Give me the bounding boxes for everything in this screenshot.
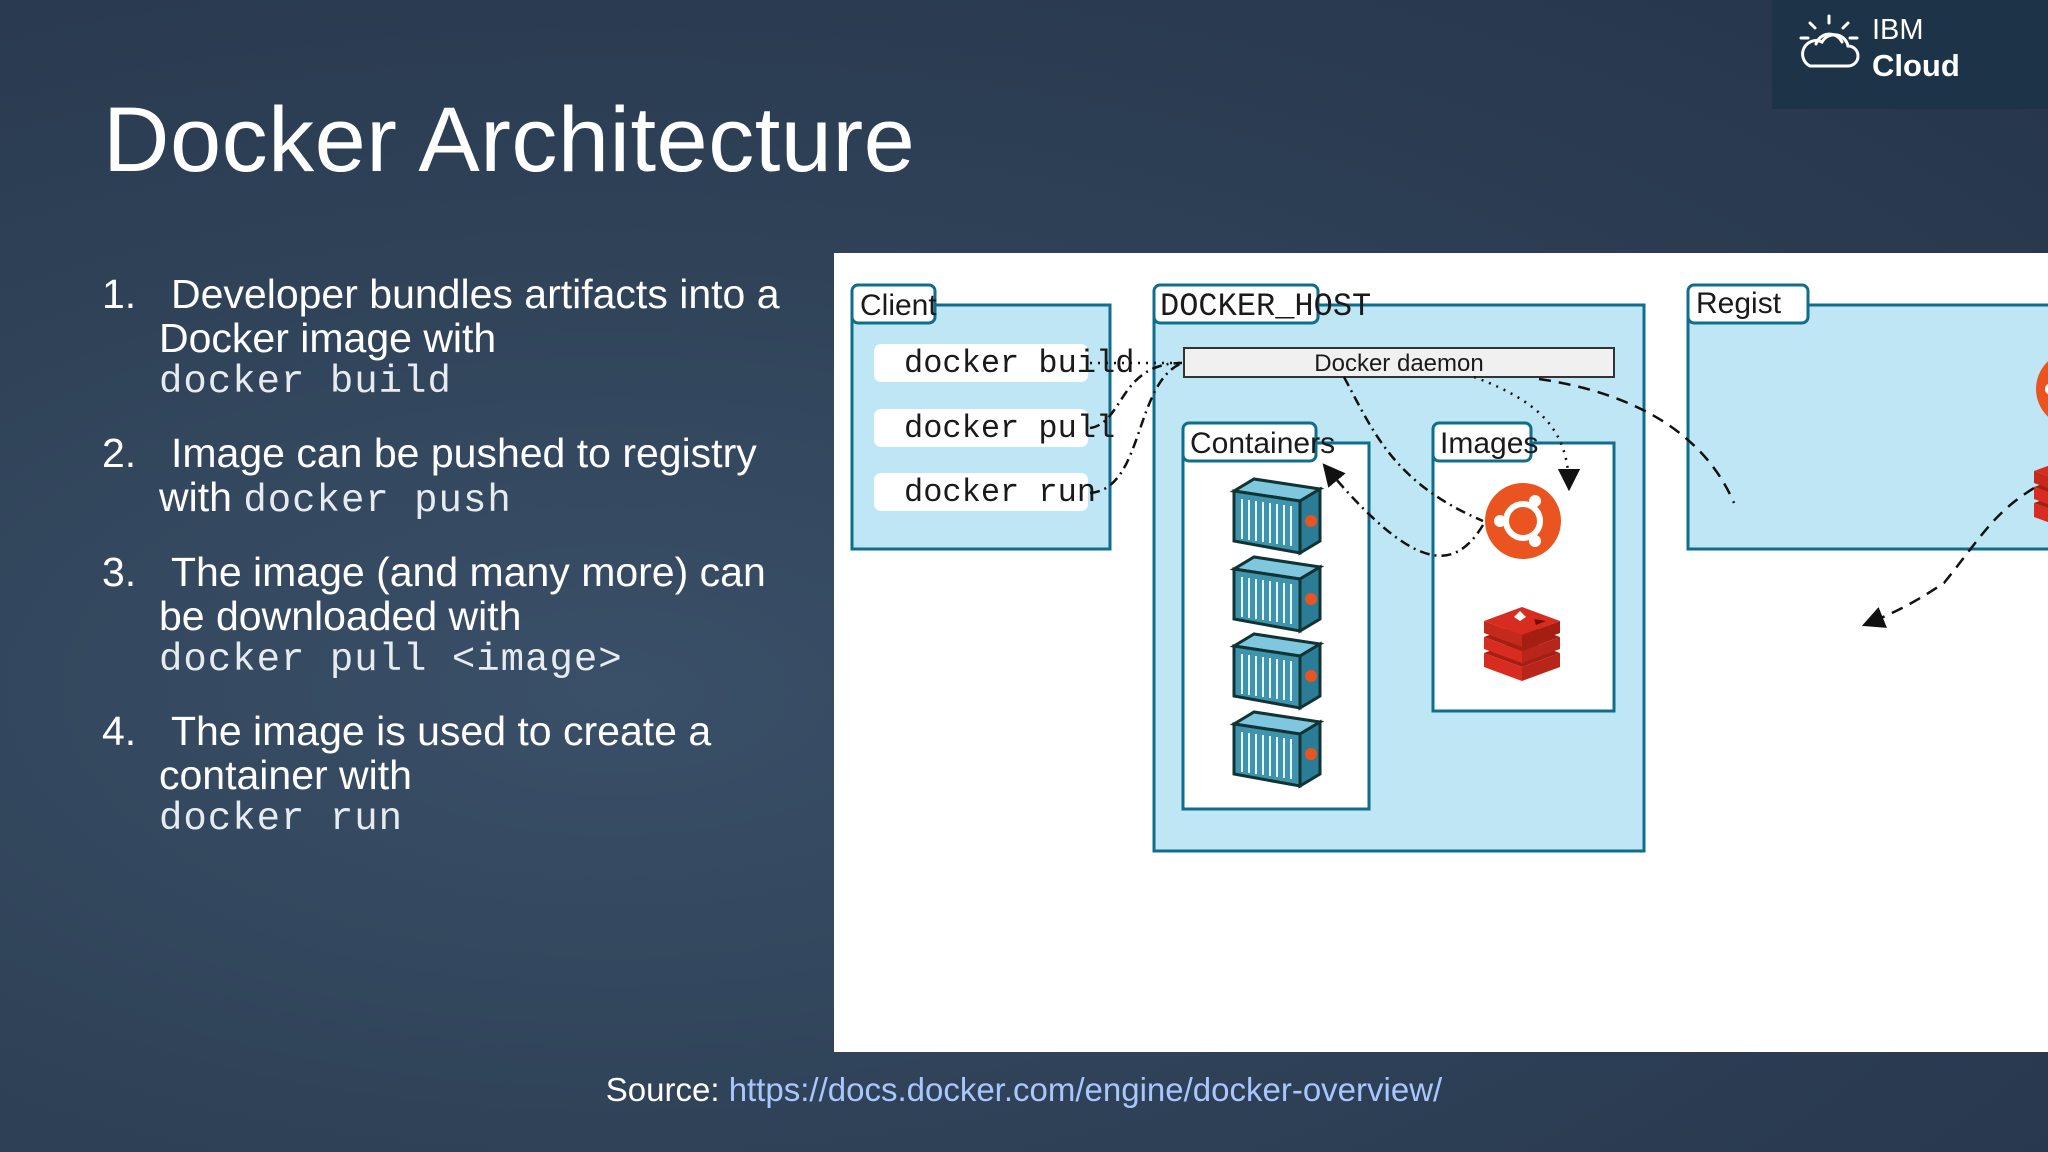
step-text: Image can be pushed to registry with <box>159 430 757 520</box>
containers-label: Containers <box>1190 427 1335 460</box>
container-icon <box>1232 477 1322 555</box>
step-item: 2. Image can be pushed to registry with … <box>102 431 822 523</box>
registry-ubuntu-icon <box>2036 361 2048 417</box>
step-code: docker build <box>159 360 452 404</box>
client-label: Client <box>860 289 937 322</box>
step-code: docker run <box>159 797 404 841</box>
step-item: 4. The image is used to create a contain… <box>102 709 822 841</box>
step-number: 3. <box>102 549 137 595</box>
step-item: 1. Developer bundles artifacts into a Do… <box>102 272 822 404</box>
source-prefix: Source: <box>605 1071 729 1108</box>
step-code: docker pull <image> <box>159 638 623 682</box>
source-link[interactable]: https://docs.docker.com/engine/docker-ov… <box>728 1071 1443 1108</box>
ibm-cloud-badge: IBM Cloud <box>1772 0 2048 109</box>
cloud-sun-icon <box>1799 14 1860 68</box>
step-item: 3. The image (and many more) can be down… <box>102 550 822 682</box>
container-icon <box>1232 632 1322 710</box>
diagram-connectors <box>1089 361 2035 628</box>
steps-list: 1. Developer bundles artifacts into a Do… <box>102 272 822 868</box>
brand-line1: IBM <box>1872 14 1924 46</box>
client-command: docker build <box>904 345 1134 382</box>
step-number: 2. <box>102 430 137 476</box>
brand-line2: Cloud <box>1872 48 1960 83</box>
container-icon <box>1232 555 1322 633</box>
registry-label: Regist <box>1696 287 1782 320</box>
client-command: docker pull <box>904 410 1115 447</box>
ubuntu-logo-icon <box>1485 483 1561 559</box>
container-icon <box>1232 710 1322 788</box>
step-text: The image (and many more) can be downloa… <box>159 549 766 639</box>
architecture-diagram: Client docker build docker pull docker r… <box>834 253 2048 1052</box>
page-title: Docker Architecture <box>103 89 916 191</box>
source-citation: Source: https://docs.docker.com/engine/d… <box>0 1070 2048 1110</box>
step-text: The image is used to create a container … <box>159 708 712 798</box>
diagram-svg: Client docker build docker pull docker r… <box>850 283 2048 853</box>
step-number: 1. <box>102 271 137 317</box>
step-text: Developer bundles artifacts into a Docke… <box>159 271 780 361</box>
docker-daemon-label: Docker daemon <box>1314 350 1483 377</box>
images-label: Images <box>1440 427 1538 460</box>
docker-host-label: DOCKER_HOST <box>1160 288 1371 325</box>
step-code: docker push <box>243 479 512 523</box>
redis-logo-icon <box>1484 607 1560 681</box>
client-command: docker run <box>904 474 1096 511</box>
step-number: 4. <box>102 708 137 754</box>
